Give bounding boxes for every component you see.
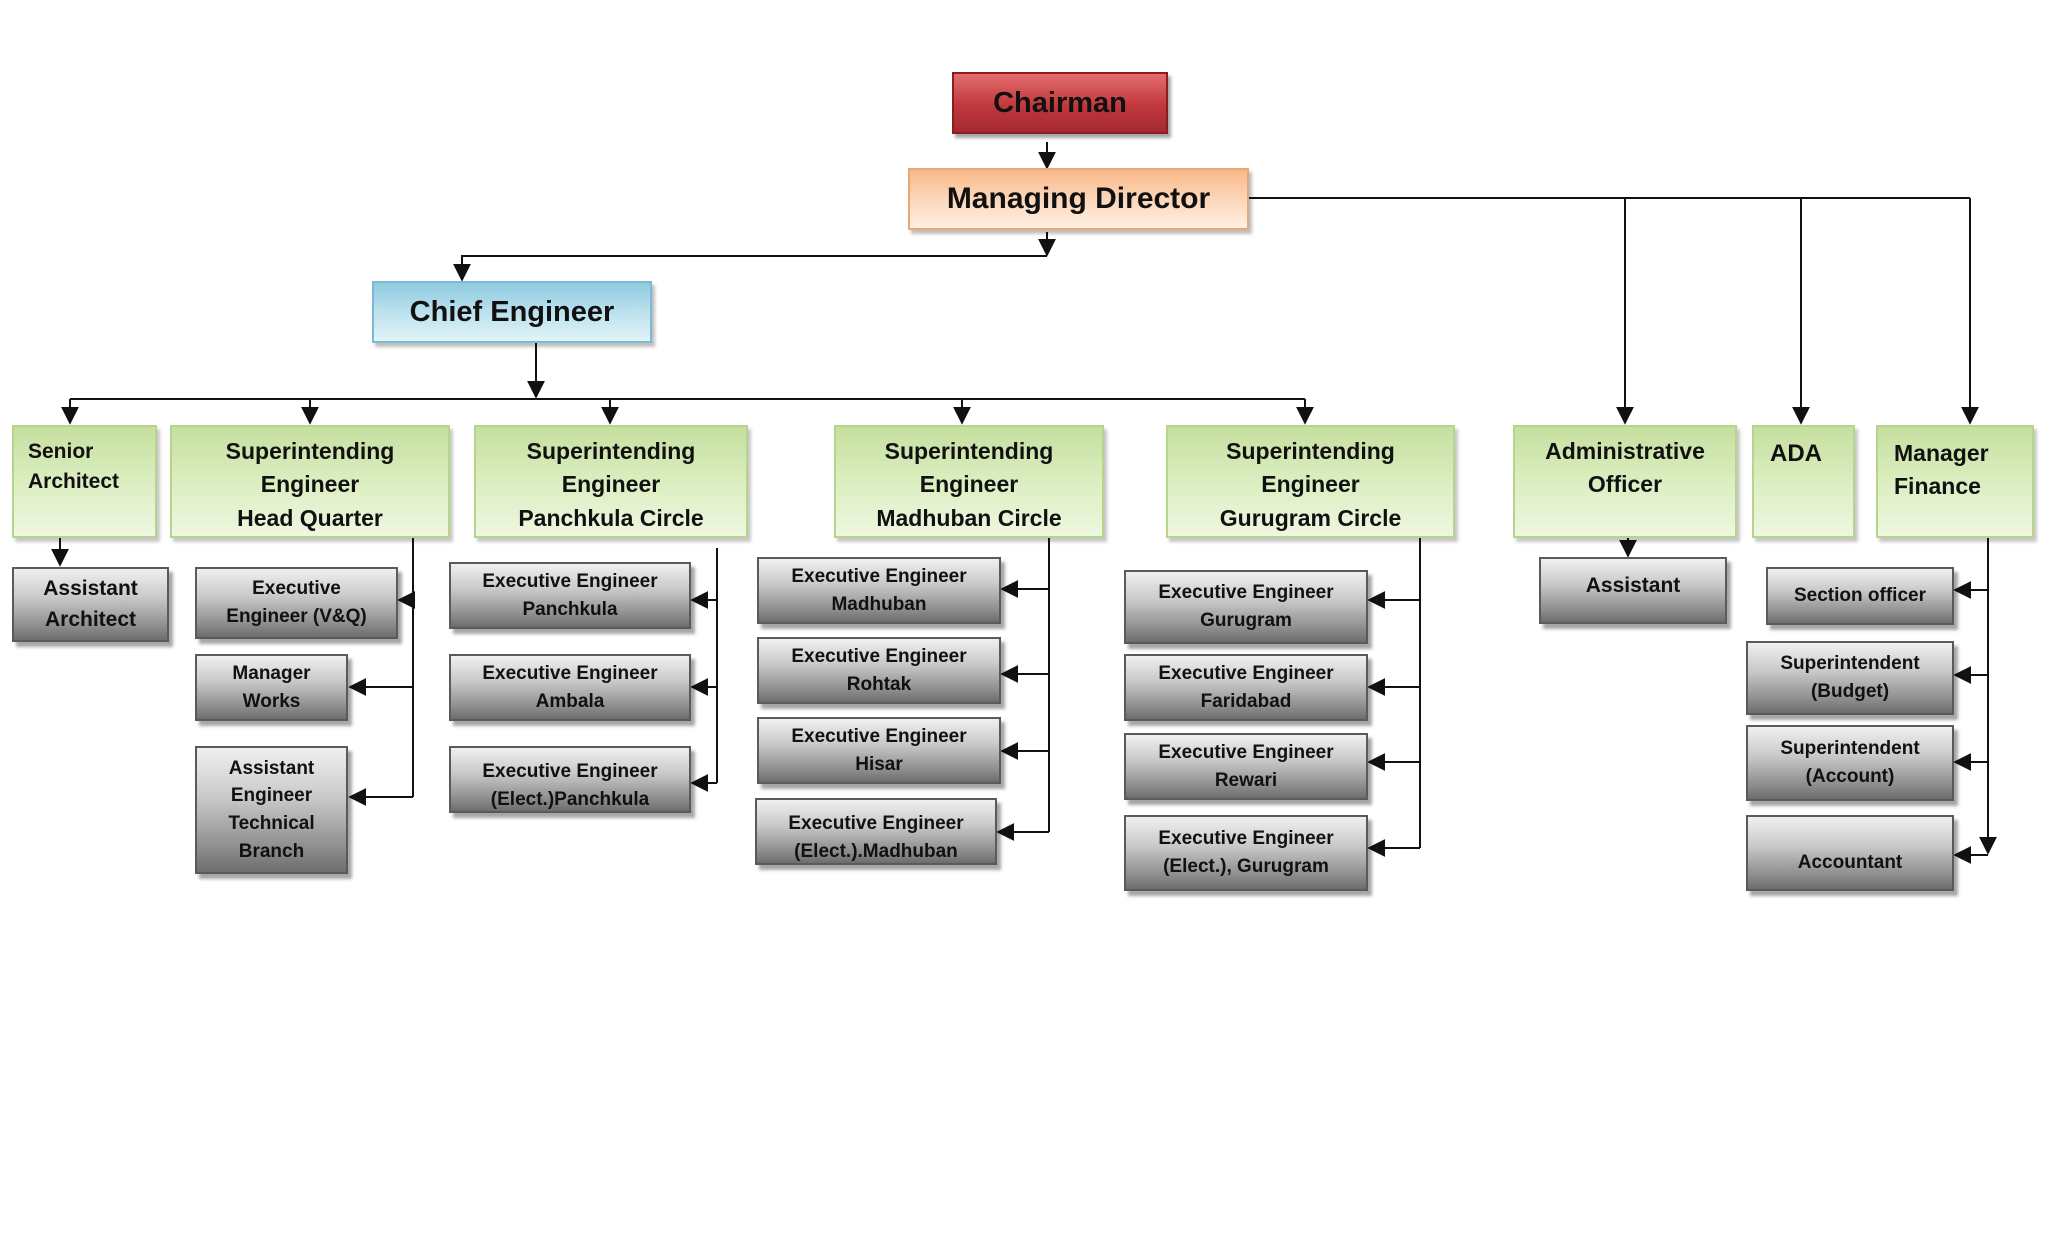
ee-rewari-box: Executive Engineer Rewari <box>1124 733 1368 800</box>
chairman-box: Chairman <box>952 72 1168 134</box>
ae-technical-branch-label: Assistant Engineer Technical Branch <box>228 757 315 862</box>
ee-vq-label: Executive Engineer (V&Q) <box>226 578 367 627</box>
assistant-label: Assistant <box>1585 574 1681 597</box>
ee-elect-gurugram-label: Executive Engineer (Elect.), Gurugram <box>1158 828 1334 877</box>
ee-elect-panchkula-box: Executive Engineer (Elect.)Panchkula <box>449 746 691 813</box>
superintendent-budget-box: Superintendent (Budget) <box>1746 641 1954 715</box>
manager-works-box: Manager Works <box>195 654 348 721</box>
superintendent-budget-label: Superintendent (Budget) <box>1780 653 1920 702</box>
superintendent-account-label: Superintendent (Account) <box>1780 738 1920 787</box>
assistant-box: Assistant <box>1539 557 1727 624</box>
se-madhuban-label: Superintending Engineer Madhuban Circle <box>876 438 1062 531</box>
se-head-quarter-box: Superintending Engineer Head Quarter <box>170 425 450 538</box>
ee-elect-madhuban-label: Executive Engineer (Elect.).Madhuban <box>788 813 964 862</box>
ee-gurugram-box: Executive Engineer Gurugram <box>1124 570 1368 644</box>
accountant-label: Accountant <box>1797 852 1903 874</box>
manager-works-label: Manager Works <box>232 662 311 712</box>
ee-ambala-label: Executive Engineer Ambala <box>482 662 658 712</box>
assistant-architect-label: Assistant Architect <box>43 577 138 631</box>
se-panchkula-label: Superintending Engineer Panchkula Circle <box>518 438 704 531</box>
ae-technical-branch-box: Assistant Engineer Technical Branch <box>195 746 348 874</box>
accountant-box: Accountant <box>1746 815 1954 891</box>
ee-elect-madhuban-box: Executive Engineer (Elect.).Madhuban <box>755 798 997 865</box>
ee-madhuban-label: Executive Engineer Madhuban <box>791 565 967 615</box>
ee-panchkula-box: Executive Engineer Panchkula <box>449 562 691 629</box>
ee-faridabad-label: Executive Engineer Faridabad <box>1158 662 1334 712</box>
section-officer-box: Section officer <box>1766 567 1954 625</box>
ada-label: ADA <box>1770 440 1822 467</box>
ee-gurugram-label: Executive Engineer Gurugram <box>1158 582 1334 631</box>
ee-hisar-box: Executive Engineer Hisar <box>757 717 1001 784</box>
assistant-architect-box: Assistant Architect <box>12 567 169 642</box>
manager-finance-label: Manager Finance <box>1894 440 1989 500</box>
ee-rewari-label: Executive Engineer Rewari <box>1158 741 1334 791</box>
ee-faridabad-box: Executive Engineer Faridabad <box>1124 654 1368 721</box>
se-panchkula-box: Superintending Engineer Panchkula Circle <box>474 425 748 538</box>
section-officer-label: Section officer <box>1794 585 1926 607</box>
superintendent-account-box: Superintendent (Account) <box>1746 725 1954 801</box>
se-madhuban-box: Superintending Engineer Madhuban Circle <box>834 425 1104 538</box>
ee-ambala-box: Executive Engineer Ambala <box>449 654 691 721</box>
ee-madhuban-box: Executive Engineer Madhuban <box>757 557 1001 624</box>
ee-elect-gurugram-box: Executive Engineer (Elect.), Gurugram <box>1124 815 1368 891</box>
managing-director-label: Managing Director <box>946 182 1211 216</box>
md-to-ce-arrow <box>453 255 1047 282</box>
managing-director-box: Managing Director <box>908 168 1249 230</box>
administrative-officer-box: Administrative Officer <box>1513 425 1737 538</box>
ee-vq-box: Executive Engineer (V&Q) <box>195 567 398 639</box>
se-gurugram-box: Superintending Engineer Gurugram Circle <box>1166 425 1455 538</box>
ee-hisar-label: Executive Engineer Hisar <box>791 725 967 775</box>
ee-rohtak-label: Executive Engineer Rohtak <box>791 645 967 695</box>
se-head-quarter-label: Superintending Engineer Head Quarter <box>225 438 395 531</box>
manager-finance-box: Manager Finance <box>1876 425 2034 538</box>
ee-panchkula-label: Executive Engineer Panchkula <box>482 570 658 620</box>
chief-engineer-label: Chief Engineer <box>409 295 615 328</box>
chief-engineer-box: Chief Engineer <box>372 281 652 343</box>
ee-elect-panchkula-label: Executive Engineer (Elect.)Panchkula <box>482 761 658 810</box>
administrative-officer-label: Administrative Officer <box>1545 438 1705 498</box>
ee-rohtak-box: Executive Engineer Rohtak <box>757 637 1001 704</box>
se-gurugram-label: Superintending Engineer Gurugram Circle <box>1219 438 1402 531</box>
senior-architect-box: Senior Architect <box>12 425 157 538</box>
chairman-label: Chairman <box>993 86 1127 119</box>
senior-architect-label: Senior Architect <box>28 440 120 494</box>
ada-box: ADA <box>1752 425 1855 538</box>
